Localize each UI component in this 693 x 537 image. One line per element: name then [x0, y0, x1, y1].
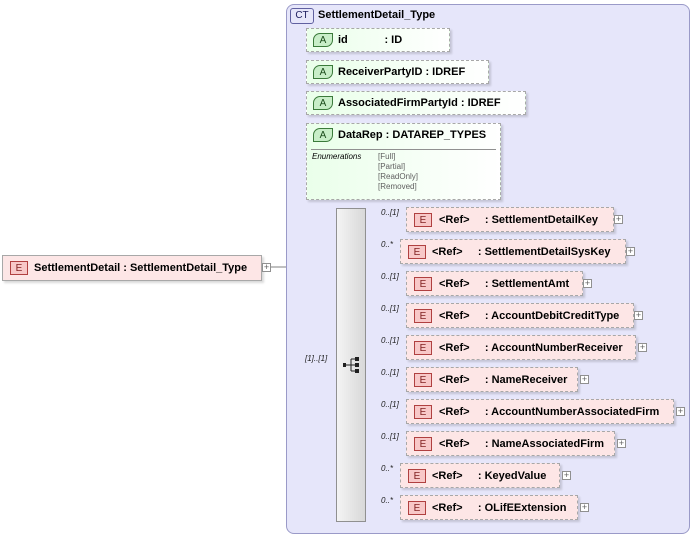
element-accountnumberassociatedfirm[interactable]: E <Ref> : AccountNumberAssociatedFirm	[406, 399, 674, 424]
sequence-icon	[343, 357, 359, 373]
expand-icon[interactable]: +	[626, 246, 635, 256]
element-badge: E	[408, 501, 426, 515]
element-label: <Ref> : AccountNumberReceiver	[439, 342, 623, 354]
element-label: <Ref> : SettlementDetailSysKey	[432, 246, 611, 258]
root-element-label: SettlementDetail : SettlementDetail_Type	[34, 262, 248, 274]
element-cardinality: 0..[1]	[381, 336, 399, 345]
attribute-associatedfirmpartyid[interactable]: A AssociatedFirmPartyId : IDREF	[306, 91, 526, 115]
element-badge: E	[414, 309, 432, 323]
element-badge: E	[414, 341, 432, 355]
element-label: <Ref> : NameReceiver	[439, 374, 568, 386]
element-label: <Ref> : NameAssociatedFirm	[439, 438, 605, 450]
expand-icon[interactable]: +	[638, 342, 647, 352]
expand-icon[interactable]: +	[676, 406, 685, 416]
attribute-id[interactable]: A id : ID	[306, 28, 450, 52]
expand-icon[interactable]: +	[580, 502, 589, 512]
complex-type-title: SettlementDetail_Type	[318, 9, 436, 21]
element-badge: E	[414, 437, 432, 451]
element-badge: E	[414, 373, 432, 387]
element-label: <Ref> : SettlementAmt	[439, 278, 570, 290]
enumeration-value: [Full]	[378, 152, 396, 161]
element-badge: E	[414, 405, 432, 419]
element-accountdebitcredittype[interactable]: E <Ref> : AccountDebitCreditType	[406, 303, 634, 328]
element-cardinality: 0..[1]	[381, 368, 399, 377]
sequence-cardinality: [1]..[1]	[305, 354, 328, 363]
expand-icon[interactable]: +	[262, 262, 271, 272]
expand-icon[interactable]: +	[617, 438, 626, 448]
element-badge: E	[408, 245, 426, 259]
element-label: <Ref> : OLifEExtension	[432, 502, 567, 514]
element-settlementamt[interactable]: E <Ref> : SettlementAmt	[406, 271, 583, 296]
element-badge: E	[414, 277, 432, 291]
complex-type-badge: CT	[290, 8, 314, 24]
attribute-badge: A	[313, 128, 333, 142]
element-cardinality: 0..*	[381, 464, 394, 473]
attribute-label: id : ID	[338, 34, 403, 46]
attribute-badge: A	[313, 65, 333, 79]
element-cardinality: 0..[1]	[381, 432, 399, 441]
attribute-badge: A	[313, 96, 333, 110]
expand-icon[interactable]: +	[634, 310, 643, 320]
element-badge: E	[414, 213, 432, 227]
element-settlementdetailkey[interactable]: E <Ref> : SettlementDetailKey	[406, 207, 614, 232]
element-badge: E	[10, 261, 28, 275]
attribute-label: DataRep : DATAREP_TYPES	[338, 129, 487, 141]
element-label: <Ref> : AccountNumberAssociatedFirm	[439, 406, 660, 418]
root-element-box[interactable]: E SettlementDetail : SettlementDetail_Ty…	[2, 255, 262, 281]
element-keyedvalue[interactable]: E <Ref> : KeyedValue	[400, 463, 560, 488]
element-accountnumberreceiver[interactable]: E <Ref> : AccountNumberReceiver	[406, 335, 636, 360]
element-cardinality: 0..[1]	[381, 304, 399, 313]
attribute-label: ReceiverPartyID : IDREF	[338, 66, 466, 78]
enumeration-value: [Partial]	[378, 162, 406, 171]
attribute-receiverpartyid[interactable]: A ReceiverPartyID : IDREF	[306, 60, 489, 84]
element-label: <Ref> : KeyedValue	[432, 470, 547, 482]
element-cardinality: 0..*	[381, 496, 394, 505]
element-cardinality: 0..*	[381, 240, 394, 249]
element-badge: E	[408, 469, 426, 483]
enumeration-value: [Removed]	[378, 182, 417, 191]
element-cardinality: 0..[1]	[381, 208, 399, 217]
expand-icon[interactable]: +	[583, 278, 592, 288]
expand-icon[interactable]: +	[562, 470, 571, 480]
element-label: <Ref> : AccountDebitCreditType	[439, 310, 620, 322]
attribute-badge: A	[313, 33, 333, 47]
element-settlementdetailsyskey[interactable]: E <Ref> : SettlementDetailSysKey	[400, 239, 626, 264]
expand-icon[interactable]: +	[614, 214, 623, 224]
enumerations-label: Enumerations	[312, 152, 362, 161]
element-cardinality: 0..[1]	[381, 400, 399, 409]
element-label: <Ref> : SettlementDetailKey	[439, 214, 598, 226]
enumeration-divider	[311, 149, 496, 150]
element-cardinality: 0..[1]	[381, 272, 399, 281]
attribute-label: AssociatedFirmPartyId : IDREF	[338, 97, 501, 109]
element-nameassociatedfirm[interactable]: E <Ref> : NameAssociatedFirm	[406, 431, 615, 456]
attribute-datarep[interactable]: A DataRep : DATAREP_TYPES Enumerations […	[306, 123, 501, 200]
element-olifeextension[interactable]: E <Ref> : OLifEExtension	[400, 495, 578, 520]
enumeration-value: [ReadOnly]	[378, 172, 419, 181]
expand-icon[interactable]: +	[580, 374, 589, 384]
element-namereceiver[interactable]: E <Ref> : NameReceiver	[406, 367, 578, 392]
